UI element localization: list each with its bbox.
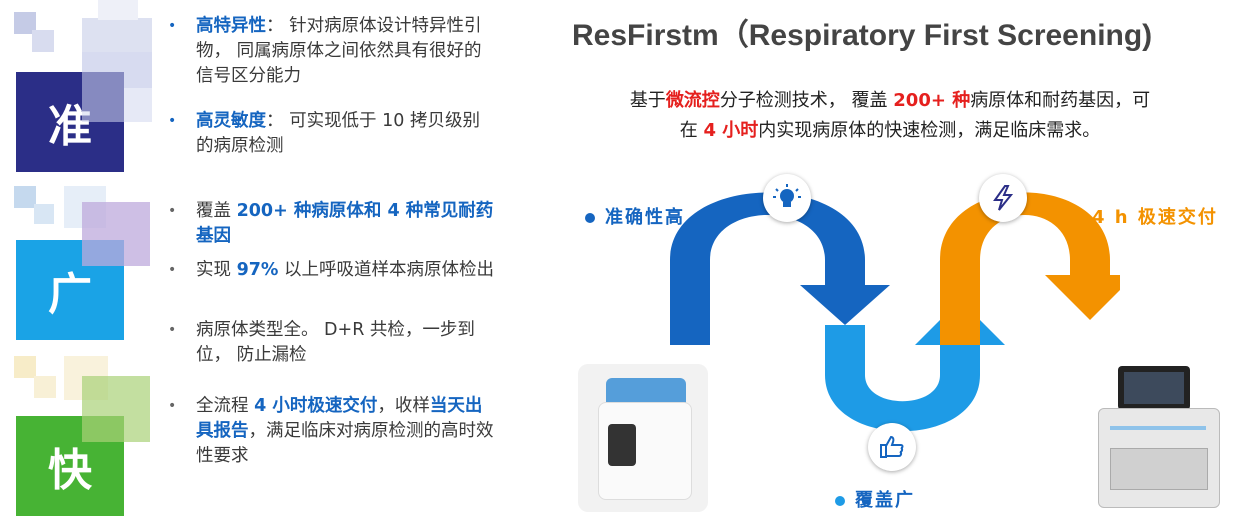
label-dot (585, 213, 595, 223)
dark-blue-band (670, 192, 890, 345)
device-drawer (1110, 448, 1208, 490)
deco-square (34, 376, 56, 398)
deco-square (32, 30, 54, 52)
bullet-detection-rate: • 实现 97% 以上呼吸道样本病原体检出 (168, 260, 495, 280)
bullet-coverage: • 覆盖 200+ 种病原体和 4 种常见耐药基因 (168, 201, 494, 246)
device-photo-right (1090, 364, 1226, 510)
device-lid (606, 378, 686, 404)
deco-square (14, 356, 36, 378)
orange-band (940, 192, 1120, 345)
deco-square (82, 52, 152, 122)
label-coverage: 覆盖广 (835, 486, 915, 512)
bullet-specificity: • 高特异性： 针对病原体设计特异性引物， 同属病原体之间依然具有很好的信号区分… (168, 16, 482, 86)
page-title: ResFirstm（Respiratory First Screening) (572, 19, 1153, 52)
deco-square (14, 12, 36, 34)
lightbulb-icon (763, 174, 811, 222)
deco-square (82, 376, 150, 442)
label-dot (835, 496, 845, 506)
label-speed: 4 h 极速交付 (1072, 203, 1218, 229)
bullet-turnaround: • 全流程 4 小时极速交付，收样当天出具报告，满足临床对病原检测的高时效性要求 (168, 396, 494, 466)
device-strip (1110, 426, 1206, 430)
device-screen (608, 424, 636, 466)
label-dot (1072, 213, 1082, 223)
deco-square (82, 202, 150, 266)
deco-square (34, 204, 54, 224)
bullet-sensitivity: • 高灵敏度： 可实现低于 10 拷贝级别的病原检测 (168, 111, 480, 156)
label-accuracy: 准确性高 (585, 203, 685, 229)
device-photo-left (578, 364, 708, 512)
subtitle-line-1: 基于微流控分子检测技术， 覆盖 200+ 种病原体和耐药基因，可 (629, 90, 1151, 111)
deco-square (14, 186, 36, 208)
bullet-types: • 病原体类型全。 D+R 共检，一步到位， 防止漏检 (168, 320, 475, 365)
lightning-icon (979, 174, 1027, 222)
subtitle-line-2: 在 4 小时内实现病原体的快速检测，满足临床需求。 (679, 120, 1101, 141)
device-display-screen (1124, 372, 1184, 404)
process-arrows (670, 192, 1120, 432)
deco-square (98, 0, 138, 20)
thumbs-up-icon (868, 423, 916, 471)
